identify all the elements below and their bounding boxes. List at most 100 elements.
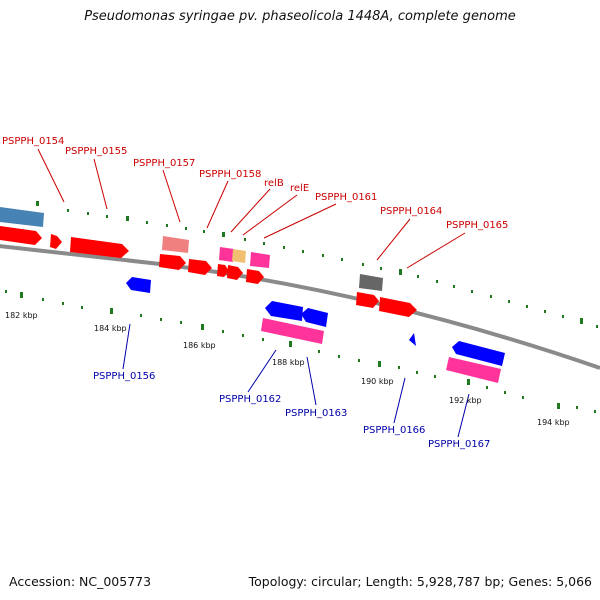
tick-minor xyxy=(434,375,436,378)
gene-arrow-red xyxy=(356,292,379,308)
gene-label-pspph-0155[interactable]: PSPPH_0155 xyxy=(65,146,127,157)
tick-minor xyxy=(242,334,244,337)
tick-label: 188 kbp xyxy=(272,358,305,367)
tick-label: 190 kbp xyxy=(361,377,394,386)
gene-label-pspph-0161[interactable]: PSPPH_0161 xyxy=(315,192,377,203)
tick-major xyxy=(378,361,381,367)
tick-minor xyxy=(416,371,418,374)
gene-arrow-blue xyxy=(126,277,151,293)
gene-pink xyxy=(261,318,324,344)
tick-minor xyxy=(146,221,148,224)
gene-tan xyxy=(232,249,246,263)
gene-arrow-red xyxy=(70,237,129,258)
genome-summary-text: Topology: circular; Length: 5,928,787 bp… xyxy=(248,574,592,589)
leader-line xyxy=(457,393,470,438)
tick-minor xyxy=(338,355,340,358)
tick-minor xyxy=(436,280,438,283)
gene-label-pspph-0164[interactable]: PSPPH_0164 xyxy=(380,206,442,217)
gene-arrow-red xyxy=(227,265,243,280)
gene-arrow-red xyxy=(379,297,417,317)
tick-minor xyxy=(398,366,400,369)
tick-label: 186 kbp xyxy=(183,341,216,350)
tick-minor xyxy=(222,330,224,333)
tick-minor xyxy=(5,290,7,293)
gene-label-pspph-0165[interactable]: PSPPH_0165 xyxy=(446,220,508,231)
gene-label-pspph-0167[interactable]: PSPPH_0167 xyxy=(428,439,490,450)
leader-line xyxy=(376,218,411,261)
leader-line xyxy=(230,188,271,233)
gene-label-pspph-0154[interactable]: PSPPH_0154 xyxy=(2,136,64,147)
tick-major xyxy=(222,232,225,237)
tick-major xyxy=(126,216,129,221)
gene-label-pspph-0162[interactable]: PSPPH_0162 xyxy=(219,394,281,405)
tick-minor xyxy=(318,350,320,353)
tick-label: 182 kbp xyxy=(5,311,38,320)
leader-line xyxy=(37,148,65,203)
tick-minor xyxy=(508,300,510,303)
gene-label-pspph-0158[interactable]: PSPPH_0158 xyxy=(199,169,261,180)
tick-minor xyxy=(380,267,382,270)
gene-label-pspph-0166[interactable]: PSPPH_0166 xyxy=(363,425,425,436)
gene-arrow-blue xyxy=(301,308,328,327)
tick-minor xyxy=(160,318,162,321)
leader-line xyxy=(206,180,229,229)
tick-minor xyxy=(544,310,546,313)
gene-label-pspph-0157[interactable]: PSPPH_0157 xyxy=(133,158,195,169)
gene-gray xyxy=(359,274,383,291)
tick-minor xyxy=(140,314,142,317)
tick-minor xyxy=(62,302,64,305)
gene-arrow-red xyxy=(50,234,62,249)
tick-minor xyxy=(453,285,455,288)
tick-minor xyxy=(263,242,265,245)
tick-major xyxy=(557,403,560,409)
leader-line xyxy=(247,349,277,393)
forward-leader-lines xyxy=(37,148,466,269)
gene-arrow-red xyxy=(217,264,229,277)
gene-pink xyxy=(446,357,501,383)
tick-minor xyxy=(87,212,89,215)
leader-line xyxy=(122,323,131,370)
leader-line xyxy=(93,158,108,210)
gene-label-pspph-0156[interactable]: PSPPH_0156 xyxy=(93,371,155,382)
tick-label: 184 kbp xyxy=(94,324,127,333)
tick-labels: 182 kbp 184 kbp 186 kbp 188 kbp 190 kbp … xyxy=(5,311,570,427)
gene-arrow-red xyxy=(246,269,264,284)
accession-text: Accession: NC_005773 xyxy=(9,574,152,589)
outer-tick-row xyxy=(36,201,598,328)
leader-line xyxy=(406,232,466,269)
tick-major xyxy=(467,379,470,385)
tick-major xyxy=(20,292,23,298)
tick-minor xyxy=(106,215,108,218)
tick-label: 194 kbp xyxy=(537,418,570,427)
tick-minor xyxy=(471,290,473,293)
leader-line xyxy=(242,194,298,236)
reverse-gene-labels: PSPPH_0156 PSPPH_0162 PSPPH_0163 PSPPH_0… xyxy=(93,371,490,450)
tick-minor xyxy=(526,305,528,308)
tick-minor xyxy=(262,338,264,341)
gene-label-relb[interactable]: relB xyxy=(264,178,284,189)
tick-minor xyxy=(166,224,168,227)
gene-pink xyxy=(250,252,270,268)
tick-minor xyxy=(283,246,285,249)
map-title: Pseudomonas syringae pv. phaseolicola 14… xyxy=(84,9,516,24)
tick-minor xyxy=(417,275,419,278)
tick-minor xyxy=(341,258,343,261)
gene-arrow-red xyxy=(188,259,212,275)
leader-line xyxy=(263,203,337,239)
tick-minor xyxy=(244,238,246,241)
gene-arrow-red xyxy=(159,254,186,270)
leader-line xyxy=(393,377,406,424)
tick-minor xyxy=(490,295,492,298)
inner-tick-row xyxy=(5,290,596,413)
forward-gene-labels: PSPPH_0154 PSPPH_0155 PSPPH_0157 PSPPH_0… xyxy=(2,136,508,231)
tick-major xyxy=(201,324,204,330)
gene-salmon xyxy=(162,236,189,253)
tick-minor xyxy=(81,306,83,309)
gene-label-rele[interactable]: relE xyxy=(290,183,309,194)
leader-line xyxy=(162,169,181,223)
reverse-leader-lines xyxy=(122,323,470,438)
tick-minor xyxy=(486,386,488,389)
gene-label-pspph-0163[interactable]: PSPPH_0163 xyxy=(285,408,347,419)
